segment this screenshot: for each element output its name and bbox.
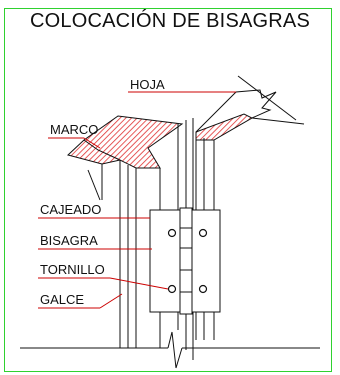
label-hoja-text: HOJA: [130, 77, 165, 92]
diagram-frame: [4, 8, 332, 372]
hinge-plates: [149, 207, 221, 315]
label-galce: GALCE: [38, 292, 123, 309]
label-bisagra-text: BISAGRA: [40, 233, 98, 248]
hinge-knuckles: [180, 227, 192, 293]
label-bisagra: BISAGRA: [38, 233, 152, 250]
bottom-line: [20, 331, 320, 369]
label-tornillo: TORNILLO: [38, 262, 169, 290]
hoja-section: [195, 113, 254, 141]
marco-posts: [87, 160, 161, 348]
label-marco-text: MARCO: [50, 122, 98, 137]
screws: [167, 228, 208, 294]
label-galce-text: GALCE: [40, 292, 84, 307]
label-cajeado: CAJEADO: [38, 202, 150, 219]
diagram-title: COLOCACIÓN DE BISAGRAS: [29, 10, 310, 32]
label-marco: MARCO: [48, 122, 101, 149]
label-tornillo-text: TORNILLO: [40, 262, 105, 277]
marco-section: [66, 115, 184, 169]
label-cajeado-text: CAJEADO: [40, 202, 101, 217]
label-hoja: HOJA: [128, 77, 236, 93]
